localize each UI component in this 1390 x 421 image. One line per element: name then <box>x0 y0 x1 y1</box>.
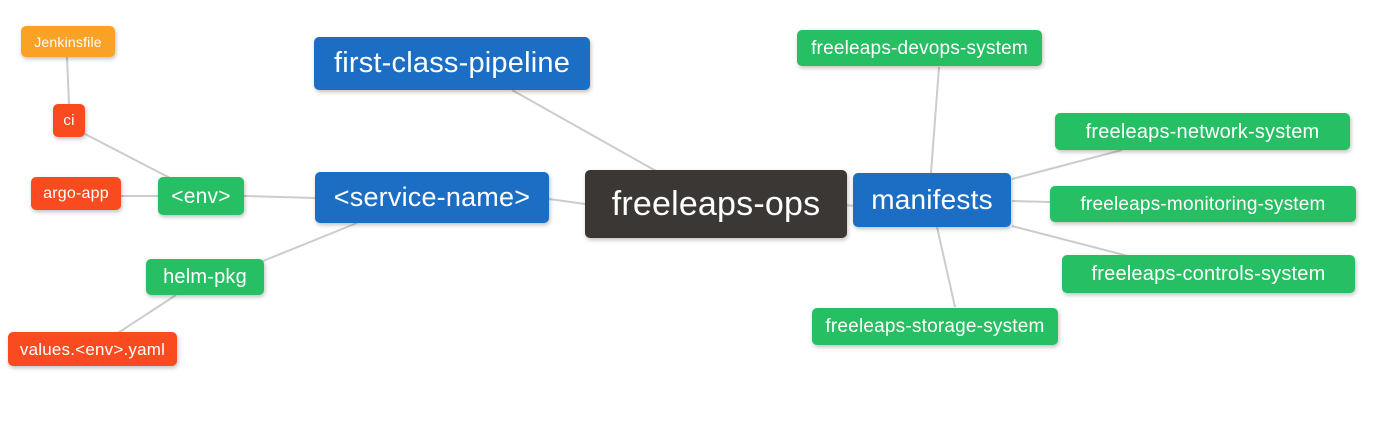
node-service-name[interactable]: <service-name> <box>315 172 549 223</box>
node-controls-system[interactable]: freeleaps-controls-system <box>1062 255 1355 293</box>
node-freeleaps-ops[interactable]: freeleaps-ops <box>585 170 847 238</box>
node-jenkinsfile[interactable]: Jenkinsfile <box>21 26 115 57</box>
edge-manifests-to-storage-system <box>936 226 956 308</box>
edge-helm-pkg-to-values-env-yaml <box>117 294 177 334</box>
edge-jenkinsfile-to-ci <box>66 56 70 105</box>
edge-env-to-service-name <box>243 195 316 199</box>
edge-ci-to-env <box>84 133 171 179</box>
edge-first-class-pipeline-to-freeleaps-ops <box>511 89 657 172</box>
node-first-class-pipeline[interactable]: first-class-pipeline <box>314 37 590 90</box>
edge-service-name-to-freeleaps-ops <box>548 198 586 205</box>
edge-manifests-to-monitoring-system <box>1011 200 1051 203</box>
node-helm-pkg[interactable]: helm-pkg <box>146 259 264 295</box>
node-network-system[interactable]: freeleaps-network-system <box>1055 113 1350 150</box>
node-monitoring-system[interactable]: freeleaps-monitoring-system <box>1050 186 1356 222</box>
node-values-env-yaml[interactable]: values.<env>.yaml <box>8 332 177 366</box>
node-manifests[interactable]: manifests <box>853 173 1011 227</box>
node-argo-app[interactable]: argo-app <box>31 177 121 210</box>
edge-manifests-to-controls-system <box>1011 225 1129 257</box>
edge-service-name-to-helm-pkg <box>262 222 358 262</box>
edge-manifests-to-network-system <box>1011 149 1123 180</box>
node-devops-system[interactable]: freeleaps-devops-system <box>797 30 1042 66</box>
node-storage-system[interactable]: freeleaps-storage-system <box>812 308 1058 345</box>
node-env[interactable]: <env> <box>158 177 244 215</box>
node-ci[interactable]: ci <box>53 104 85 137</box>
edge-manifests-to-devops-system <box>930 66 940 174</box>
